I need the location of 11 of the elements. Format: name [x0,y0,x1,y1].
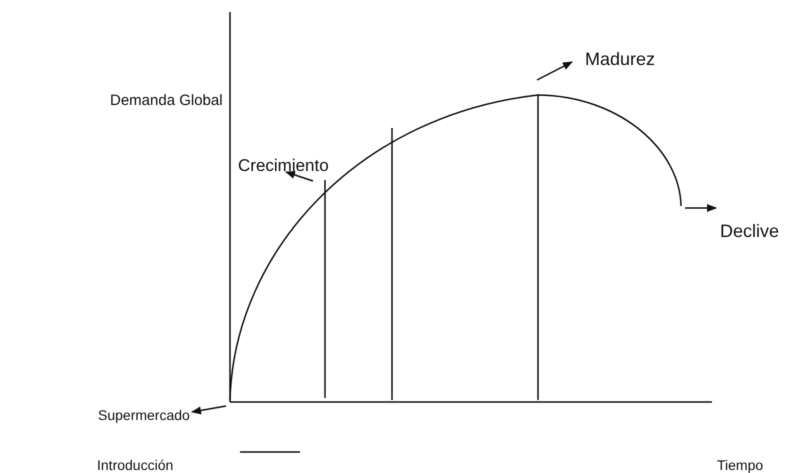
stage-label: Madurez [585,50,656,68]
arrow [191,405,226,414]
stage-label: Introducción [97,458,174,472]
arrow [685,204,717,212]
axis-label: Demanda Global [110,93,223,108]
arrow [285,171,314,182]
stage-label: Crecimiento [238,157,329,174]
axis-label: Tiempo [717,458,764,472]
stage-label: Declive [720,222,780,240]
stage-label: Supermercado [98,408,190,422]
arrow [536,61,573,81]
